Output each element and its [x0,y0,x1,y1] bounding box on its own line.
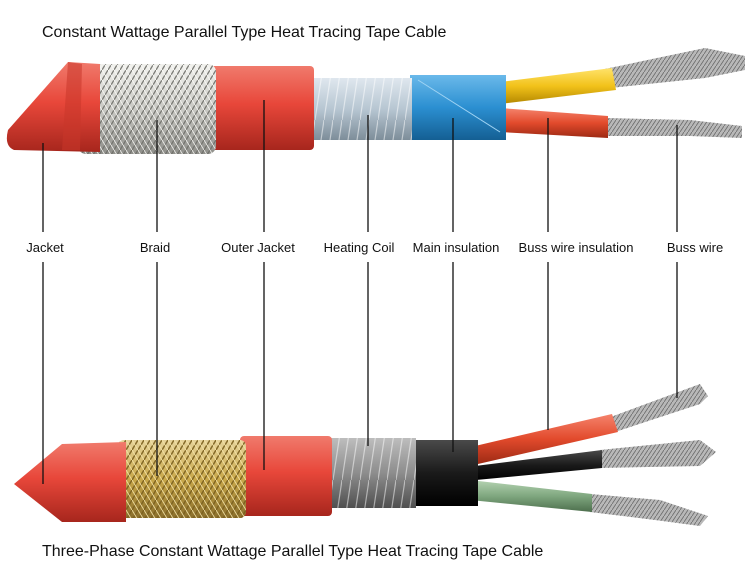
top-cable [6,48,745,154]
bottom-main-insulation [412,440,478,506]
top-main-insulation [410,75,506,140]
top-buss-insulation-yellow [500,68,616,104]
label-buss-wire-insulation: Buss wire insulation [518,240,634,255]
label-heating-coil: Heating Coil [323,240,395,255]
top-buss-wire-upper [600,48,745,88]
bottom-buss-insulation-red [475,414,618,464]
label-braid: Braid [139,240,171,255]
top-buss-wire-lower [605,118,742,138]
bottom-jacket [14,442,126,522]
label-jacket: Jacket [26,240,64,255]
label-outer-jacket: Outer Jacket [221,240,295,255]
top-jacket [6,62,101,152]
bottom-buss-insulation-black [475,450,602,480]
bottom-title: Three-Phase Constant Wattage Parallel Ty… [42,543,544,560]
bottom-outer-jacket [240,436,332,516]
top-title: Constant Wattage Parallel Type Heat Trac… [42,24,447,41]
bottom-buss-wire-middle [600,440,716,468]
top-buss-insulation-red [500,108,608,138]
leader-lines [42,100,678,484]
bottom-buss-wire-upper [608,384,708,432]
top-outer-jacket [210,66,314,150]
bottom-buss-insulation-green [470,480,592,512]
bottom-cable [14,384,716,526]
label-buss-wire: Buss wire [666,240,724,255]
label-main-insulation: Main insulation [412,240,500,255]
bottom-buss-wire-lower [590,494,708,526]
